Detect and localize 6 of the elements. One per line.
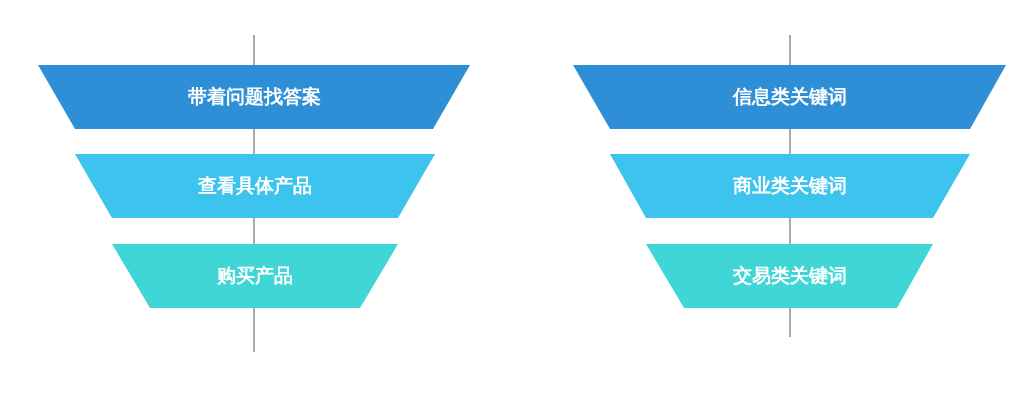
stage-label: 购买产品 — [217, 263, 293, 288]
stage-label: 带着问题找答案 — [187, 84, 321, 109]
stage-label: 查看具体产品 — [198, 173, 312, 198]
stage-label: 信息类关键词 — [732, 84, 847, 109]
stage-label: 商业类关键词 — [733, 173, 847, 198]
stage-label: 交易类关键词 — [732, 263, 847, 288]
